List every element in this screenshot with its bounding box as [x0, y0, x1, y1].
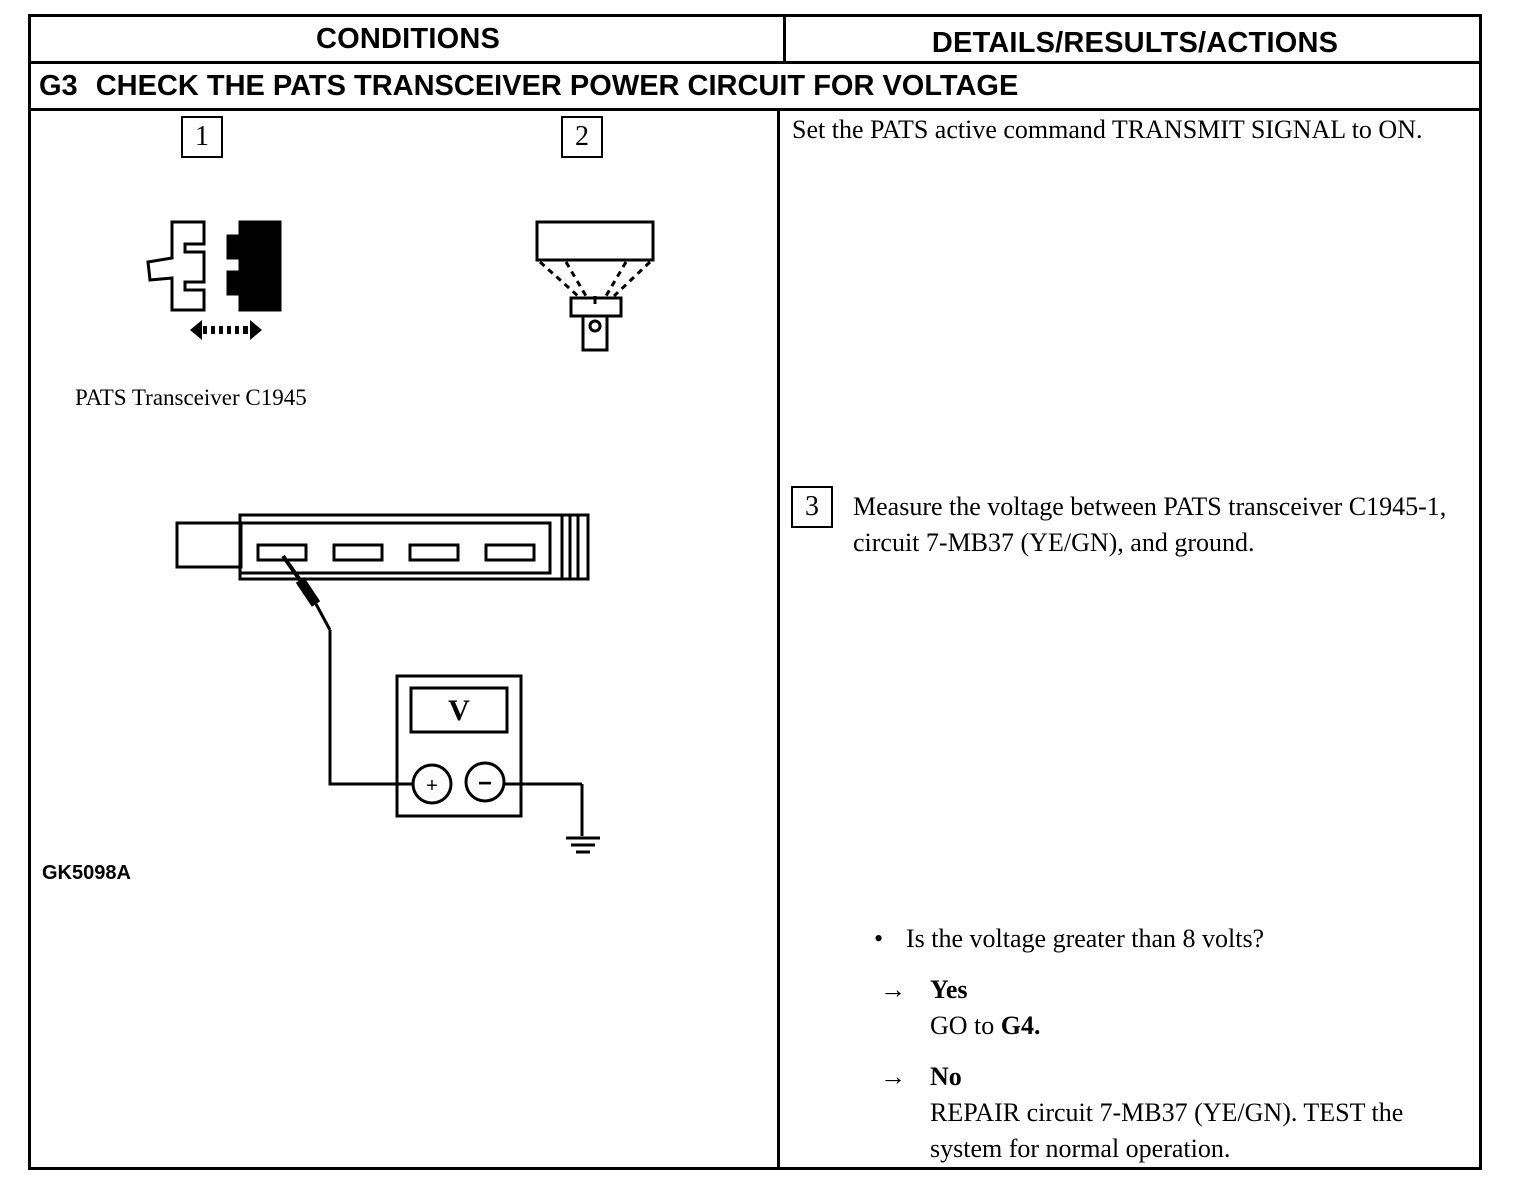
action-1-text: Set the PATS active command TRANSMIT SIG… [792, 115, 1423, 144]
yes-action-prefix: GO to [930, 1011, 1001, 1040]
voltmeter-plus-terminal: + [426, 775, 438, 797]
connector-probe-illustration [175, 513, 590, 786]
column-divider [777, 108, 780, 1170]
question-text: Is the voltage greater than 8 volts? [906, 924, 1265, 953]
action-3-text: Measure the voltage between PATS transce… [853, 492, 1447, 557]
no-action: REPAIR circuit 7-MB37 (YE/GN). TEST the … [930, 1098, 1404, 1163]
step-3-number: 3 [791, 486, 833, 528]
header-divider [783, 17, 786, 61]
step-1-number: 1 [181, 116, 223, 158]
diagnostic-table: CONDITIONS DETAILS/RESULTS/ACTIONS G3 CHE… [28, 14, 1482, 1170]
step-title: G3 CHECK THE PATS TRANSCEIVER POWER CIRCU… [39, 65, 1018, 107]
details-header: DETAILS/RESULTS/ACTIONS [931, 27, 1339, 59]
question-bullet: • [874, 924, 884, 953]
voltmeter-symbol: V [448, 694, 470, 727]
step-code: G3 [39, 70, 78, 102]
step-title-text: CHECK THE PATS TRANSCEIVER POWER CIRCUIT… [95, 70, 1019, 102]
connector-disconnect-icon [146, 220, 282, 340]
ignition-key-on-icon [535, 220, 655, 352]
conditions-header: CONDITIONS [315, 23, 501, 55]
voltmeter-minus-terminal: − [478, 770, 492, 797]
no-arrow-icon: → [880, 1062, 906, 1091]
figure-id: GK5098A [42, 862, 131, 884]
yes-arrow-icon: → [880, 975, 906, 1004]
title-rule [31, 108, 1479, 111]
header-rule [31, 61, 1479, 64]
yes-label: Yes [930, 975, 968, 1004]
yes-action: GO to G4. [930, 1008, 1041, 1044]
yes-action-target: G4. [1000, 1011, 1041, 1040]
ground-symbol-icon [566, 784, 600, 854]
connector-caption: PATS Transceiver C1945 [75, 385, 307, 410]
step-2-number: 2 [561, 116, 603, 158]
no-label: No [930, 1062, 962, 1091]
voltmeter-icon [395, 674, 582, 818]
